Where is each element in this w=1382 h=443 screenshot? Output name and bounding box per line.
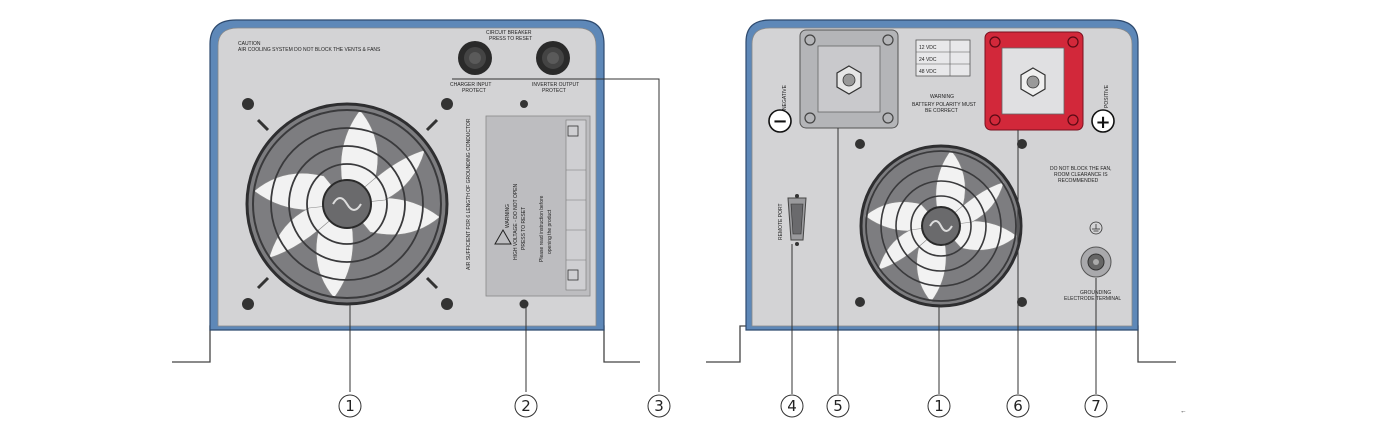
trailing-arrow-mark: ← <box>1180 408 1187 415</box>
inverter-breaker-label-2: PROTECT <box>542 88 566 94</box>
svg-text:+: + <box>1095 112 1110 133</box>
remote-port-label: REMOTE PORT <box>778 203 784 240</box>
fan-note-2: ROOM CLEARANCE IS <box>1054 172 1108 178</box>
svg-text:5: 5 <box>833 397 843 415</box>
svg-text:6: 6 <box>1013 397 1023 415</box>
svg-text:−: − <box>772 111 787 132</box>
callout-3: 3 <box>647 394 671 418</box>
right-unit: NEGATIVE − 12 VDC 24 VDC 48 VDC WARNING … <box>706 19 1176 418</box>
positive-terminal[interactable] <box>984 31 1084 131</box>
left-mounting-foot <box>172 325 226 363</box>
svg-text:4: 4 <box>787 397 797 415</box>
inverter-breaker-label: INVERTER OUTPUT <box>532 82 579 88</box>
negative-terminal[interactable] <box>799 29 899 129</box>
svg-text:48 VDC: 48 VDC <box>919 69 937 75</box>
panel-screw <box>520 100 528 108</box>
svg-text:7: 7 <box>1091 397 1101 415</box>
right-cooling-fan <box>855 139 1027 308</box>
callout-2: 2 <box>514 394 538 418</box>
left-unit: CAUTION AIR COOLING SYSTEM DO NOT BLOCK … <box>172 19 671 418</box>
negative-sign-icon: − <box>768 109 792 133</box>
charger-breaker-label: CHARGER INPUT <box>450 82 491 88</box>
charger-input-breaker[interactable] <box>458 41 492 75</box>
battery-warning-text-1: BATTERY POLARITY MUST <box>912 102 976 108</box>
right-mounting-foot <box>586 325 640 363</box>
positive-sign-icon: + <box>1091 109 1115 133</box>
svg-text:1: 1 <box>934 397 944 415</box>
remote-port-connector[interactable] <box>787 194 807 246</box>
positive-label: POSITIVE <box>1104 84 1110 108</box>
svg-text:24 VDC: 24 VDC <box>919 57 937 63</box>
ground-symbol-icon <box>1089 221 1103 235</box>
breaker-title: CIRCUIT BREAKER <box>486 30 532 36</box>
svg-text:3: 3 <box>654 397 664 415</box>
fan-note-3: RECOMMENDED <box>1058 178 1099 184</box>
callout-6: 6 <box>1006 394 1030 418</box>
right-unit-right-foot <box>1122 325 1176 363</box>
caution-text: AIR COOLING SYSTEM DO NOT BLOCK THE VENT… <box>238 47 381 53</box>
callout-1-left: 1 <box>338 394 362 418</box>
warning-text-1: HIGH VOLTAGE - DO NOT OPEN <box>513 183 519 260</box>
callout-1-right: 1 <box>927 394 951 418</box>
callout-4: 4 <box>780 394 804 418</box>
warning-text-2: PRESS TO RESET <box>521 207 527 250</box>
negative-label: NEGATIVE <box>782 84 788 110</box>
side-note: AIR SUFFICIENT FOR 6 LENGTH OF GROUNDING… <box>466 118 472 270</box>
ground-label-2: ELECTRODE TERMINAL <box>1064 296 1121 302</box>
voltage-table: 12 VDC 24 VDC 48 VDC <box>915 39 971 77</box>
right-unit-left-foot <box>706 325 756 363</box>
svg-text:1: 1 <box>345 397 355 415</box>
charger-breaker-label-2: PROTECT <box>462 88 486 94</box>
warning-plate: WARNING HIGH VOLTAGE - DO NOT OPEN PRESS… <box>485 115 591 297</box>
callout-7: 7 <box>1084 394 1108 418</box>
svg-text:12 VDC: 12 VDC <box>919 45 937 51</box>
warning-title: WARNING <box>505 204 511 228</box>
callout-line-3 <box>452 78 660 392</box>
warning-triangle-icon <box>494 228 512 245</box>
warning-text-4: opening the product <box>547 209 553 254</box>
fan-note-1: DO NOT BLOCK THE FAN, <box>1050 166 1112 172</box>
battery-warning-title: WARNING <box>930 94 954 100</box>
left-cooling-fan <box>242 98 453 310</box>
warning-text-3: Please read instruction before <box>539 195 545 262</box>
panel-screw-bottom <box>519 299 529 309</box>
callout-5: 5 <box>826 394 850 418</box>
inverter-output-breaker[interactable] <box>536 41 570 75</box>
svg-text:2: 2 <box>521 397 531 415</box>
breaker-sub: PRESS TO RESET <box>489 36 532 42</box>
caution-title: CAUTION <box>238 41 261 47</box>
grounding-terminal[interactable] <box>1080 246 1112 278</box>
battery-warning-text-2: BE CORRECT <box>925 108 958 114</box>
